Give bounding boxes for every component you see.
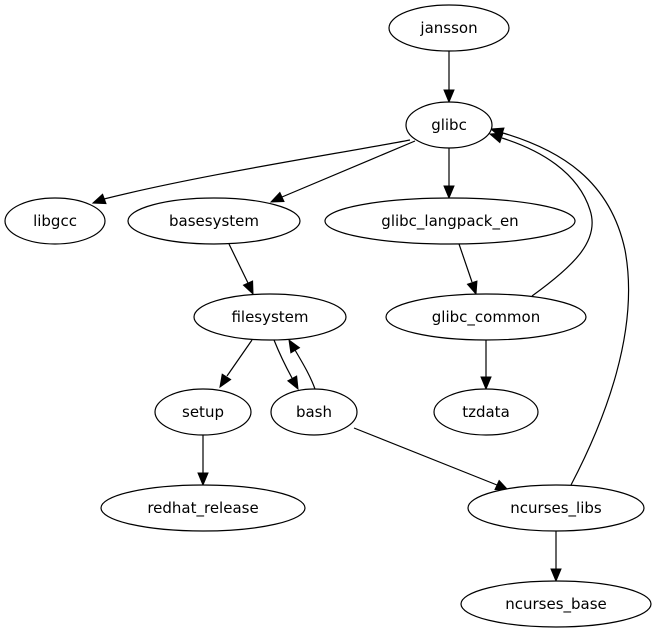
edge-glibc-to-libgcc: [91, 139, 411, 205]
node-shape: [154, 388, 252, 436]
node-shape: [405, 101, 493, 149]
arrowhead-icon: [443, 185, 455, 200]
nodes-layer: jansson glibc libgcc basesystem glibc_langpa…: [4, 4, 652, 628]
arrowhead-icon: [219, 373, 232, 389]
node-label: ncurses_libs: [510, 499, 602, 518]
arrowhead-icon: [288, 338, 301, 354]
edge-line: [502, 132, 630, 486]
node-shape: [460, 580, 652, 628]
node-shape: [127, 197, 301, 245]
node-label: bash: [296, 403, 332, 421]
node-filesystem[interactable]: filesystem: [193, 293, 347, 341]
edge-filesystem-to-setup: [219, 339, 253, 389]
node-ncurses-base[interactable]: ncurses_base: [460, 580, 652, 628]
arrowhead-icon: [550, 568, 562, 583]
edge-glibc-common-to-tzdata: [480, 340, 492, 391]
node-tzdata[interactable]: tzdata: [433, 388, 539, 436]
edge-glibc-langpack-en-to-glibc-common: [458, 243, 478, 296]
node-label: tzdata: [462, 403, 510, 421]
node-label: glibc_langpack_en: [381, 212, 518, 231]
node-label: ncurses_base: [505, 595, 607, 614]
edge-bash-to-ncurses-libs: [353, 427, 510, 491]
node-libgcc[interactable]: libgcc: [4, 197, 106, 245]
node-shape: [100, 484, 306, 532]
edge-line: [281, 140, 416, 198]
node-shape: [270, 388, 358, 436]
node-label: glibc_common: [432, 308, 540, 327]
node-glibc-langpack-en[interactable]: glibc_langpack_en: [324, 197, 576, 245]
arrowhead-icon: [197, 472, 209, 487]
node-shape: [4, 197, 106, 245]
edge-glibc-to-glibc-langpack-en: [443, 148, 455, 200]
arrowhead-icon: [242, 280, 254, 296]
edge-basesystem-to-filesystem: [228, 243, 254, 296]
node-basesystem[interactable]: basesystem: [127, 197, 301, 245]
node-redhat-release[interactable]: redhat_release: [100, 484, 306, 532]
node-shape: [388, 4, 510, 52]
edge-line: [103, 139, 411, 200]
edges-layer: [91, 51, 630, 583]
edge-ncurses-libs-to-glibc: [489, 127, 630, 486]
arrowhead-icon: [489, 127, 505, 139]
node-shape: [385, 293, 587, 341]
edge-setup-to-redhat-release: [197, 435, 209, 487]
arrowhead-icon: [443, 89, 455, 104]
node-label: jansson: [419, 19, 477, 37]
node-ncurses-libs[interactable]: ncurses_libs: [467, 484, 645, 532]
node-shape: [433, 388, 539, 436]
node-shape: [324, 197, 576, 245]
node-label: filesystem: [231, 308, 308, 326]
edge-filesystem-to-bash: [273, 339, 299, 391]
arrowhead-icon: [286, 375, 299, 391]
arrowhead-icon: [91, 193, 107, 205]
node-shape: [193, 293, 347, 341]
node-bash[interactable]: bash: [270, 388, 358, 436]
node-label: libgcc: [33, 212, 77, 230]
node-label: basesystem: [169, 212, 259, 230]
node-glibc[interactable]: glibc: [405, 101, 493, 149]
edge-line: [273, 339, 293, 379]
edge-line: [228, 243, 249, 284]
node-setup[interactable]: setup: [154, 388, 252, 436]
edge-line: [226, 339, 253, 377]
node-jansson[interactable]: jansson: [388, 4, 510, 52]
node-label: redhat_release: [147, 499, 258, 518]
edge-line: [501, 137, 593, 297]
arrowhead-icon: [269, 191, 285, 203]
edge-jansson-to-glibc: [443, 51, 455, 104]
edge-line: [353, 427, 498, 486]
edge-line: [294, 349, 316, 390]
arrowhead-icon: [466, 280, 478, 296]
arrowhead-icon: [480, 376, 492, 391]
node-shape: [467, 484, 645, 532]
edge-glibc-to-basesystem: [269, 140, 416, 203]
node-label: setup: [182, 403, 224, 421]
node-label: glibc: [431, 116, 467, 134]
edge-ncurses-libs-to-ncurses-base: [550, 531, 562, 583]
edge-line: [458, 243, 473, 283]
edge-bash-to-filesystem: [288, 338, 316, 390]
node-glibc-common[interactable]: glibc_common: [385, 293, 587, 341]
